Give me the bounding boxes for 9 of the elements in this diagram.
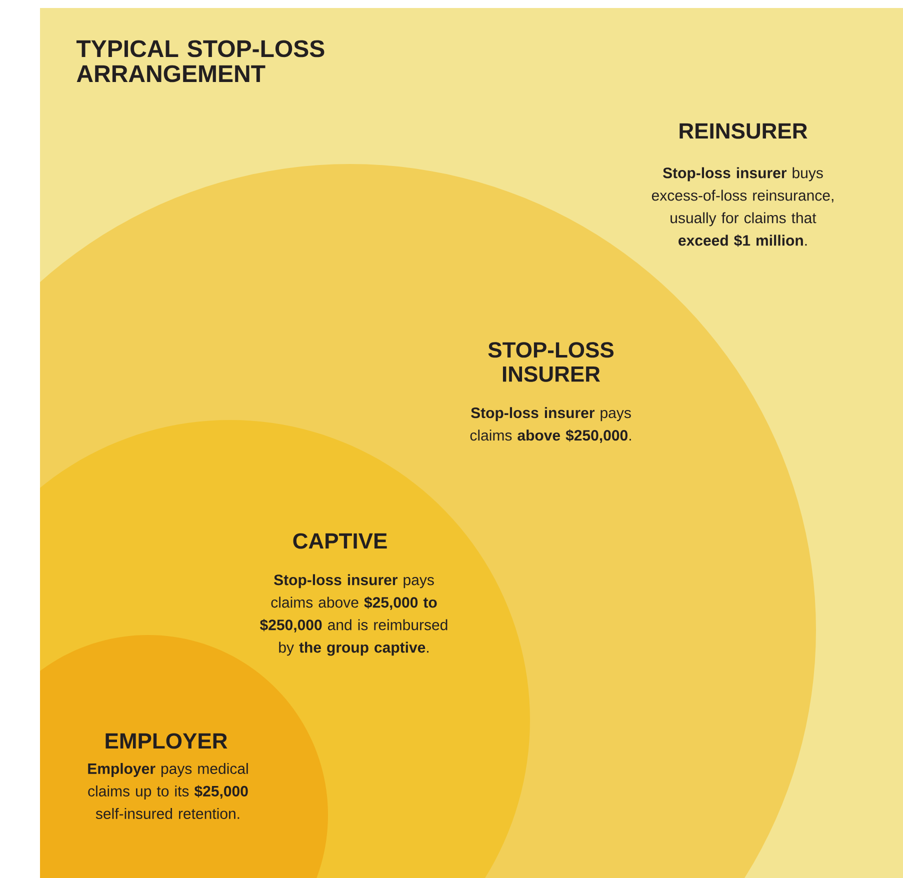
heading: REINSURER <box>680 123 808 139</box>
description: Stop-loss insurer pays claims above $250,000. <box>470 407 631 443</box>
description: Stop-loss insurer pays claims above $25,000 to $250,000 and is reimbursed by the group captive. <box>260 574 448 656</box>
description: Stop-loss insurer buys excess-of-loss reinsurance, usually for claims that exceed $1 million. <box>652 167 834 247</box>
heading: EMPLOYER <box>106 733 228 749</box>
description: Employer pays medical claims up to its $25,000 self-insured retention. <box>88 762 248 819</box>
heading: STOP-LOSS INSURER <box>488 342 614 382</box>
title: TYPICAL STOP-LOSS ARRANGEMENT <box>76 40 324 82</box>
heading: CAPTIVE <box>293 533 387 549</box>
